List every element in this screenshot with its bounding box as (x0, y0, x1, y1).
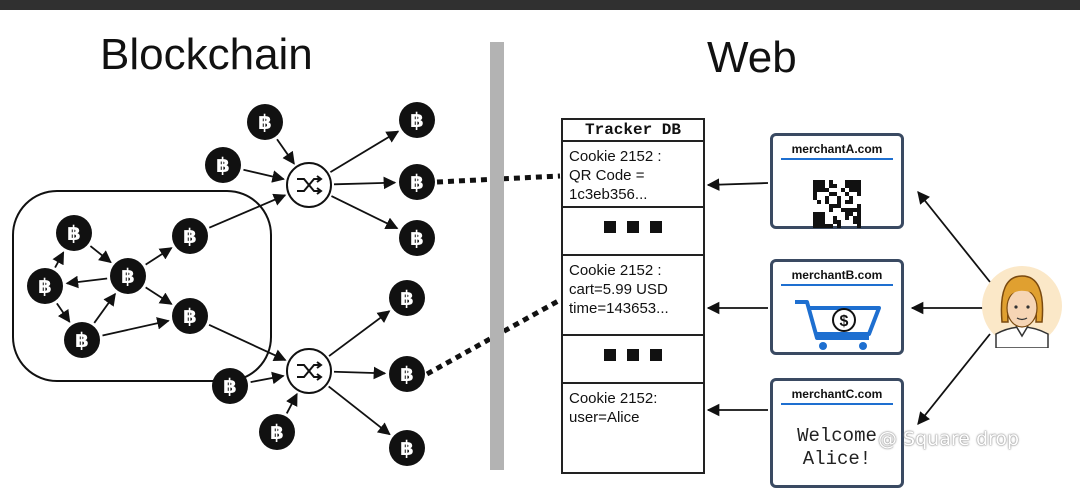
svg-text:฿: ฿ (400, 362, 414, 386)
diagram-canvas: ฿฿฿฿฿฿฿฿฿฿฿฿฿฿฿฿ (12, 102, 991, 466)
welcome-text: Welcome Alice! (797, 425, 877, 470)
bitcoin-icon: ฿ (172, 298, 208, 334)
db-cell-text: Cookie 2152: user=Alice (569, 390, 658, 426)
svg-text:฿: ฿ (410, 108, 424, 132)
flow-arrow (333, 176, 397, 190)
tracker-db: Tracker DB Cookie 2152 : QR Code = 1c3eb… (561, 118, 705, 474)
user-avatar-icon (982, 266, 1062, 348)
svg-text:฿: ฿ (400, 436, 414, 460)
flow-arrow (329, 130, 400, 173)
flow-arrow (331, 195, 399, 230)
svg-text:฿: ฿ (183, 304, 197, 328)
bitcoin-icon: ฿ (389, 280, 425, 316)
wallet-cluster-outline (12, 190, 272, 382)
bitcoin-icon: ฿ (399, 164, 435, 200)
flow-arrow (89, 245, 112, 264)
db-cell-text: Cookie 2152 : cart=5.99 USD time=143653.… (569, 262, 669, 317)
flow-arrow (93, 292, 116, 324)
flow-arrow (65, 275, 108, 289)
bitcoin-icon: ฿ (389, 356, 425, 392)
merchant-b-name: merchantB.com (791, 268, 883, 282)
bitcoin-icon: ฿ (259, 414, 295, 450)
bitcoin-icon: ฿ (172, 218, 208, 254)
merchant-underline (781, 403, 893, 405)
svg-text:฿: ฿ (216, 153, 230, 177)
shuffle-icon (286, 162, 332, 208)
db-cell-qr: Cookie 2152 : QR Code = 1c3eb356... (561, 140, 705, 208)
bitcoin-icon: ฿ (110, 258, 146, 294)
flow-arrow (52, 251, 65, 269)
flow-arrow (102, 317, 170, 337)
svg-text:฿: ฿ (67, 221, 81, 245)
user-to-merchant-c-arrow (917, 333, 991, 425)
merchant-c-name: merchantC.com (791, 387, 883, 401)
svg-text:฿: ฿ (410, 226, 424, 250)
bitcoin-icon: ฿ (247, 104, 283, 140)
flow-arrow (243, 168, 285, 183)
bitcoin-icon: ฿ (205, 147, 241, 183)
flow-arrow (285, 392, 298, 414)
svg-text:฿: ฿ (258, 110, 272, 134)
flow-arrow (276, 138, 295, 165)
tracker-db-header: Tracker DB (561, 118, 705, 142)
shuffle-icon (286, 348, 332, 394)
watermark-text: @ Square drop (878, 428, 1020, 450)
flow-arrow (208, 193, 287, 229)
flow-arrow (145, 286, 173, 305)
svg-text:$: $ (840, 313, 849, 330)
svg-text:฿: ฿ (223, 374, 237, 398)
bitcoin-icon: ฿ (56, 215, 92, 251)
svg-text:฿: ฿ (400, 286, 414, 310)
flow-arrow (145, 247, 173, 266)
tracking-link-qr (436, 173, 561, 185)
flow-arrow (328, 385, 391, 436)
merchant-a-window: merchantA.com (770, 133, 904, 229)
flow-arrow (208, 323, 287, 362)
flow-arrow (250, 371, 285, 385)
bitcoin-icon: ฿ (389, 430, 425, 466)
svg-text:฿: ฿ (410, 170, 424, 194)
ellipsis-dots-icon (563, 208, 703, 233)
svg-text:฿: ฿ (121, 264, 135, 288)
db-cell-ellipsis (561, 206, 705, 256)
svg-text:฿: ฿ (38, 274, 52, 298)
tracking-link-cart (425, 297, 562, 377)
svg-text:฿: ฿ (270, 420, 284, 444)
merchant-underline (781, 158, 893, 160)
merchant-underline (781, 284, 893, 286)
shopping-cart-dollar-icon: $ (795, 300, 881, 350)
ellipsis-dots-icon (563, 336, 703, 361)
bitcoin-icon: ฿ (27, 268, 63, 304)
db-cell-ellipsis (561, 334, 705, 384)
db-cell-text: Cookie 2152 : QR Code = 1c3eb356... (569, 148, 662, 203)
db-cell-user: Cookie 2152: user=Alice (561, 382, 705, 474)
section-divider (490, 42, 504, 470)
web-title: Web (707, 33, 797, 82)
bitcoin-icon: ฿ (399, 220, 435, 256)
db-cell-cart: Cookie 2152 : cart=5.99 USD time=143653.… (561, 254, 705, 336)
bitcoin-icon: ฿ (399, 102, 435, 138)
top-bar (0, 0, 1080, 10)
qr-code-icon (813, 180, 861, 228)
merchant-a-name: merchantA.com (791, 142, 883, 156)
svg-text:฿: ฿ (183, 224, 197, 248)
flow-arrow (333, 366, 387, 380)
bitcoin-icon: ฿ (212, 368, 248, 404)
svg-text:฿: ฿ (75, 328, 89, 352)
merchant-a-to-db-arrow (706, 178, 769, 191)
merchant-b-window: merchantB.com $ (770, 259, 904, 355)
bitcoin-icon: ฿ (64, 322, 100, 358)
user-to-merchant-a-arrow (917, 191, 991, 283)
blockchain-title: Blockchain (100, 30, 313, 79)
flow-arrow (56, 302, 71, 323)
flow-arrow (328, 310, 391, 357)
